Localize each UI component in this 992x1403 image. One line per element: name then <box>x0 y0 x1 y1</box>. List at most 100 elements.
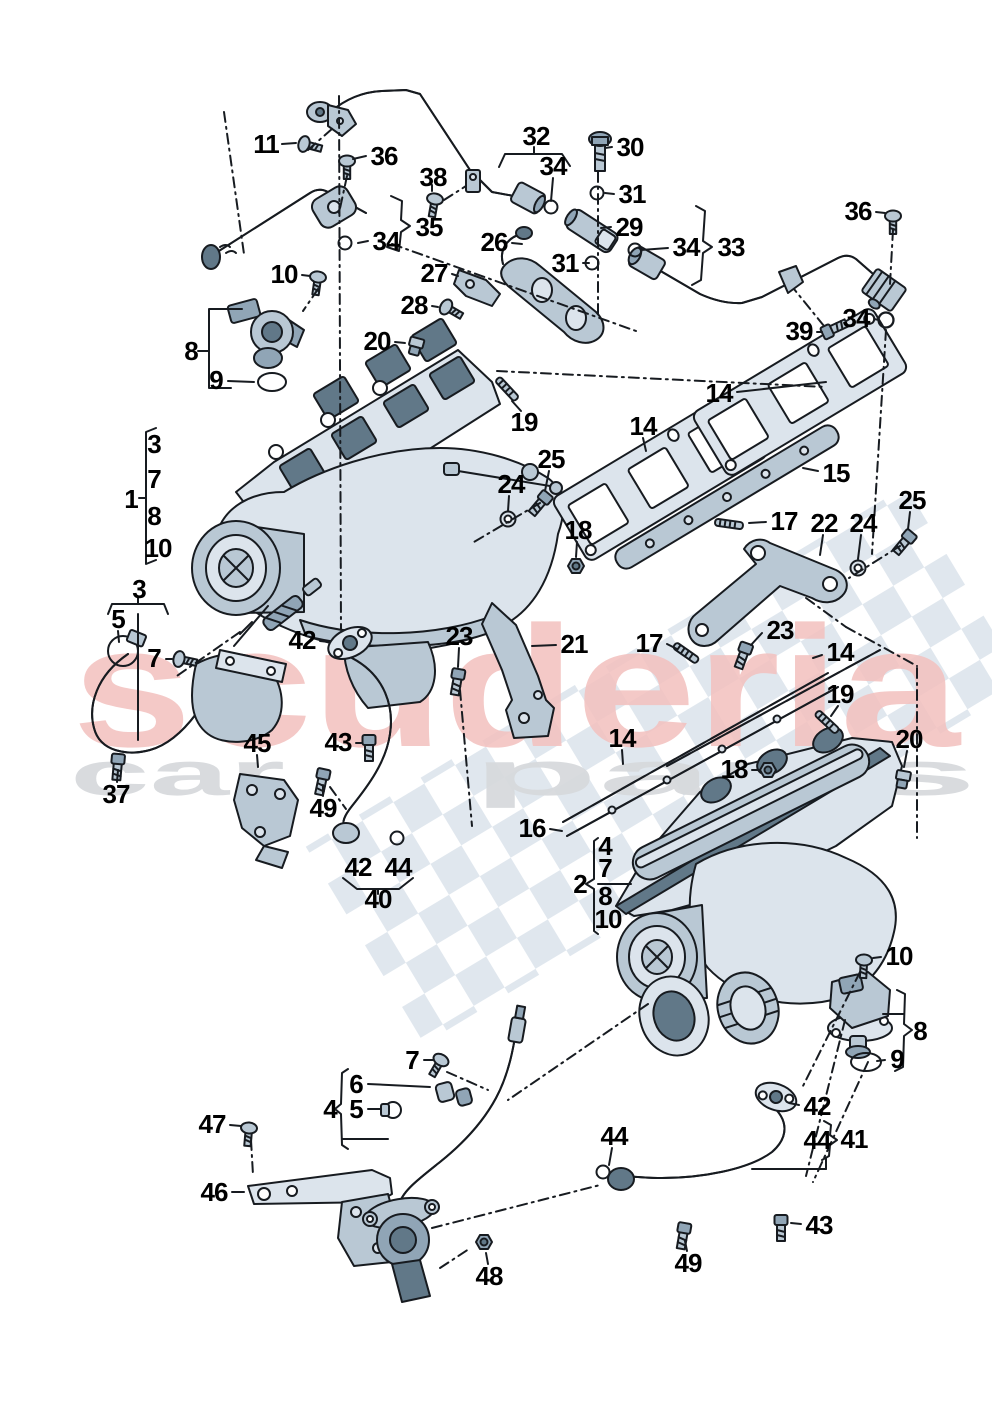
group-bracket <box>894 989 913 1072</box>
group-bracket <box>691 205 713 286</box>
leader-line <box>907 511 911 530</box>
group-bracket <box>145 427 157 565</box>
leader-line <box>507 495 510 512</box>
gasket-strip-14c <box>562 672 829 823</box>
construction-line <box>391 243 637 332</box>
group-bracket <box>208 308 243 389</box>
pipe-clamp-33 <box>778 265 804 294</box>
leader-line <box>511 400 522 412</box>
grommet-6 <box>434 1081 473 1107</box>
leader-line <box>600 226 612 229</box>
construction-line <box>848 545 901 579</box>
construction-line <box>473 502 541 543</box>
construction-lines <box>173 95 918 1269</box>
leader-line <box>549 828 563 832</box>
bracket-45 <box>233 773 299 869</box>
group-bracket <box>498 153 571 168</box>
leader-line <box>550 177 554 202</box>
support-bracket-21 <box>481 602 555 739</box>
leader-line <box>117 630 120 643</box>
construction-line <box>845 626 918 667</box>
valve-8-left <box>226 298 305 392</box>
leader-line <box>875 211 886 214</box>
leader-line <box>788 1102 800 1106</box>
check-valve-29 <box>564 131 619 254</box>
leader-lines <box>116 142 911 1265</box>
valve-8-right <box>827 971 893 1072</box>
leader-line <box>736 381 827 393</box>
construction-line <box>805 597 847 628</box>
leader-line <box>621 749 624 765</box>
leader-line <box>485 1252 489 1265</box>
parts-artwork <box>91 89 919 1303</box>
leader-line <box>876 1059 886 1062</box>
leader-line <box>748 521 767 524</box>
construction-line <box>307 127 334 151</box>
bracket-27 <box>453 269 501 307</box>
leader-line <box>802 467 819 472</box>
construction-line <box>302 288 319 312</box>
oil-hose-assembly-left <box>91 577 322 754</box>
construction-line <box>802 971 861 1087</box>
group-bracket <box>386 195 411 252</box>
construction-line <box>812 1061 869 1183</box>
fuel-line-right <box>627 245 907 312</box>
leader-line <box>281 142 297 145</box>
leader-line <box>903 750 908 768</box>
retaining-clip-5 <box>380 1101 402 1119</box>
construction-line <box>889 229 894 285</box>
o-ring-9-right <box>850 1052 882 1072</box>
oil-return-pipe-right <box>607 1081 798 1191</box>
construction-line <box>431 1184 601 1229</box>
leader-line <box>227 380 255 383</box>
construction-line <box>871 329 887 555</box>
leader-line <box>229 1124 242 1127</box>
leader-line <box>604 192 615 195</box>
leader-line <box>394 341 406 344</box>
construction-line <box>338 175 348 214</box>
group-bracket <box>342 877 414 895</box>
leader-line <box>604 146 613 149</box>
leader-line <box>812 654 823 659</box>
construction-line <box>507 1003 649 1101</box>
banjo-bolt-30 <box>588 131 612 172</box>
leader-line <box>819 534 824 556</box>
flange-42-right <box>754 1081 798 1113</box>
leader-line <box>642 437 647 452</box>
group-bracket <box>821 1120 838 1161</box>
flange-42-left <box>327 626 373 660</box>
construction-line <box>338 95 342 631</box>
construction-line <box>439 1248 470 1269</box>
construction-line <box>329 786 347 810</box>
group-bracket <box>334 1068 349 1150</box>
oil-elbow-26 <box>453 226 605 344</box>
group-bracket <box>107 603 169 615</box>
construction-line <box>250 1139 254 1176</box>
construction-line <box>805 1019 846 1177</box>
leader-line <box>790 1222 802 1225</box>
leader-line <box>116 769 119 783</box>
leader-line <box>531 644 557 647</box>
leader-line <box>357 240 369 244</box>
group-bracket <box>585 837 599 935</box>
leader-line <box>511 242 523 245</box>
leader-line <box>608 1147 613 1166</box>
leader-line <box>544 470 550 492</box>
oil-return-pipe-left <box>327 626 392 844</box>
leader-line <box>830 705 839 717</box>
construction-line <box>793 288 825 327</box>
leader-line <box>256 754 259 768</box>
gasket-strip-14d <box>666 649 881 767</box>
leader-line <box>319 640 330 643</box>
construction-line <box>446 1071 489 1091</box>
leader-line <box>301 274 311 277</box>
leader-line <box>431 305 439 308</box>
leader-line <box>873 318 880 321</box>
leader-line <box>684 1240 688 1252</box>
leader-line <box>666 643 678 650</box>
construction-line <box>496 370 827 388</box>
o-ring-9-left <box>257 372 287 392</box>
leader-line <box>451 273 459 277</box>
leader-line <box>575 541 578 558</box>
